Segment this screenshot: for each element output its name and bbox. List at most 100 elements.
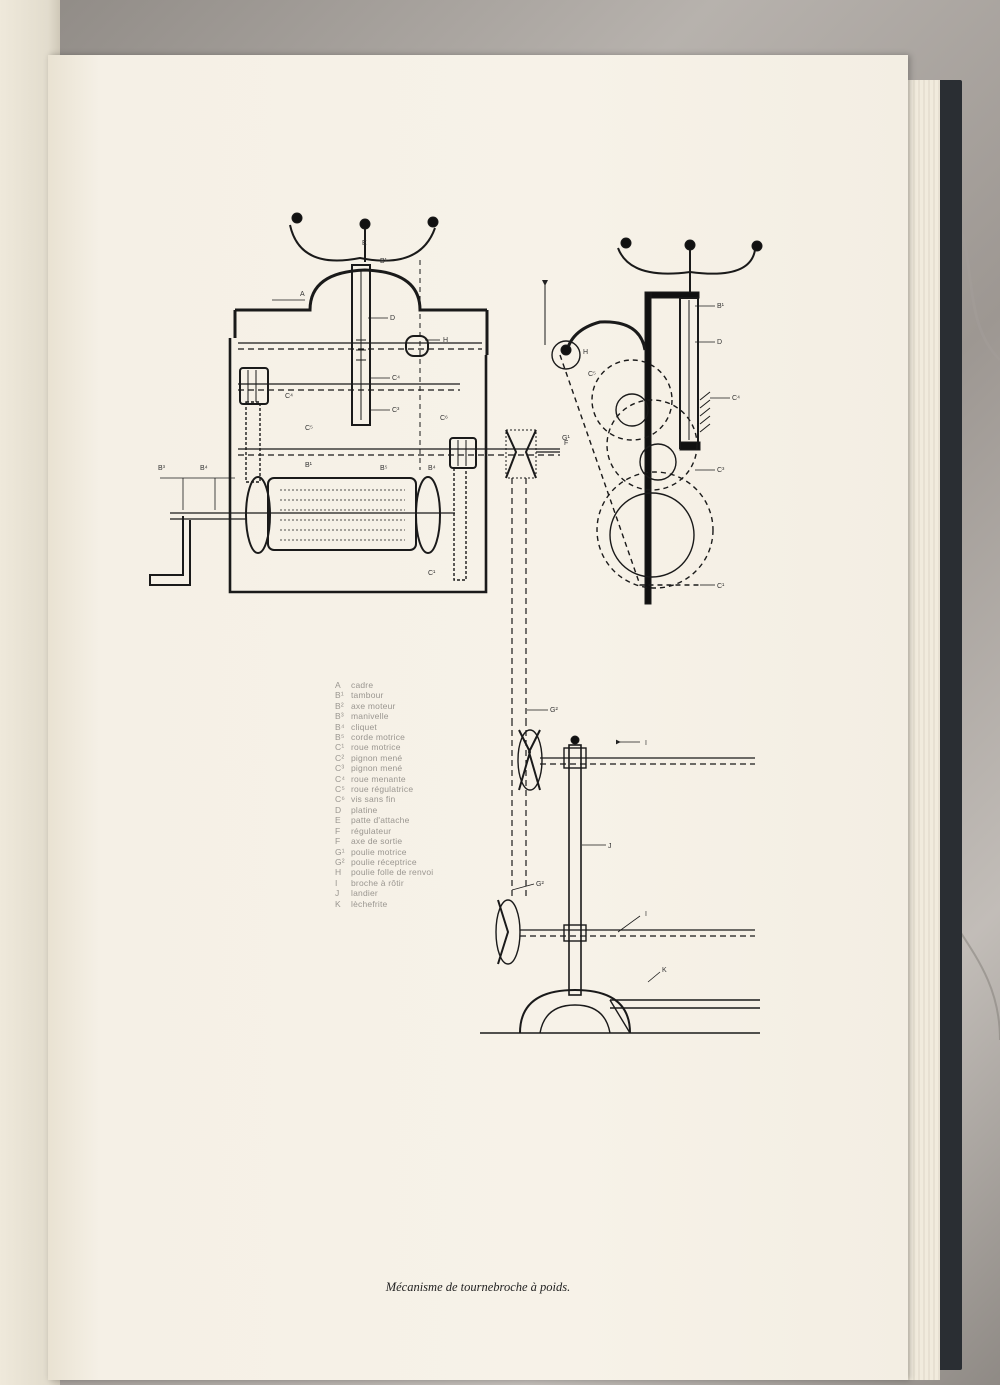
label-E: E: [362, 240, 367, 247]
legend-item: B¹ tambour: [335, 690, 505, 700]
legend-key: C⁵: [335, 784, 346, 795]
legend-item: C⁶ vis sans fin: [335, 794, 505, 804]
label-A: A: [300, 291, 305, 298]
legend-text: corde motrice: [351, 732, 406, 743]
legend-text: tambour: [351, 690, 384, 701]
legend-item: B² axe moteur: [335, 701, 505, 711]
label-C4-side: C⁴: [732, 395, 740, 402]
legend-key: F: [335, 825, 341, 836]
label-F: F: [564, 440, 568, 447]
legend-key: K: [335, 898, 341, 909]
legend-item: C⁵ roue régulatrice: [335, 784, 505, 794]
legend-key: F: [335, 836, 341, 847]
label-C4b: C⁴: [285, 393, 293, 400]
legend-key: I: [335, 877, 338, 888]
label-G2b: G²: [536, 881, 544, 888]
label-C5: C⁵: [305, 425, 313, 432]
legend-key: B²: [335, 700, 344, 711]
legend-key: G²: [335, 856, 345, 867]
legend-key: B¹: [335, 690, 344, 701]
legend-text: poulie réceptrice: [351, 856, 417, 867]
legend-text: patte d'attache: [351, 815, 410, 826]
legend-key: C⁶: [335, 794, 346, 805]
book-page: E B¹ A D H C⁴ C⁴ C³ C⁶ C⁵ B³ B⁴ B¹ B⁵ B⁴…: [48, 55, 908, 1380]
legend-key: J: [335, 888, 340, 899]
legend-key: D: [335, 804, 342, 815]
mechanism-diagram: E B¹ A D H C⁴ C⁴ C³ C⁶ C⁵ B³ B⁴ B¹ B⁵ B⁴…: [149, 212, 763, 1034]
legend-text: axe moteur: [351, 700, 396, 711]
label-C1: C¹: [428, 570, 436, 577]
legend-text: poulie folle de renvoi: [351, 867, 434, 878]
legend-key: A: [335, 680, 341, 690]
figure-caption: Mécanisme de tournebroche à poids.: [385, 1280, 571, 1294]
legend-text: roue régulatrice: [351, 784, 414, 795]
legend-text: roue motrice: [351, 742, 401, 753]
legend-key: C²: [335, 752, 345, 763]
legend-key: B⁴: [335, 721, 345, 732]
legend-text: broche à rôtir: [351, 877, 404, 888]
legend-key: C¹: [335, 742, 345, 753]
legend-item: G² poulie réceptrice: [335, 857, 505, 867]
legend-key: B⁵: [335, 732, 345, 743]
legend-item: B⁵ corde motrice: [335, 732, 505, 742]
legend-text: cliquet: [351, 721, 377, 732]
legend-item: C⁴ roue menante: [335, 774, 505, 784]
label-C4a: C⁴: [392, 375, 400, 382]
legend-key: C⁴: [335, 773, 346, 784]
label-B3: B³: [158, 465, 166, 472]
legend-text: régulateur: [351, 825, 392, 836]
legend-text: manivelle: [351, 711, 389, 722]
label-C3: C³: [392, 407, 400, 414]
label-D: D: [390, 315, 395, 322]
legend-text: cadre: [351, 680, 374, 690]
legend-item: C¹ roue motrice: [335, 742, 505, 752]
label-G1: G¹: [562, 435, 570, 442]
side-view: [542, 237, 763, 605]
legend-text: vis sans fin: [351, 794, 396, 805]
legend-text: roue menante: [351, 773, 406, 784]
label-B1b: B¹: [305, 462, 313, 469]
legend-item: G¹ poulie motrice: [335, 847, 505, 857]
label-J: J: [608, 843, 612, 850]
legend-key: G¹: [335, 846, 345, 857]
label-B1: B¹: [380, 258, 388, 265]
legend-text: pignon mené: [351, 752, 403, 763]
roasting-stand: [480, 709, 760, 1034]
label-I-top: I: [645, 740, 647, 747]
label-H-side: H: [583, 349, 588, 356]
legend-text: platine: [351, 804, 378, 815]
legend-text: landier: [351, 888, 378, 899]
label-C1-side: C¹: [717, 583, 725, 590]
legend-key: H: [335, 867, 342, 878]
label-B4b: B⁴: [428, 465, 436, 472]
label-D-side: D: [717, 339, 722, 346]
label-C5-side: C⁵: [588, 371, 596, 378]
legend-text: poulie motrice: [351, 846, 407, 857]
label-B5: B⁵: [380, 465, 388, 472]
diagram-labels: E B¹ A D H C⁴ C⁴ C³ C⁶ C⁵ B³ B⁴ B¹ B⁵ B⁴…: [158, 240, 740, 974]
legend-item: B⁴ cliquet: [335, 722, 505, 732]
label-C6: C⁶: [440, 415, 448, 422]
label-G2: G²: [550, 707, 558, 714]
legend-item: B³ manivelle: [335, 711, 505, 721]
label-B4: B⁴: [200, 465, 208, 472]
legend-text: lèchefrite: [351, 898, 388, 909]
legend-text: pignon mené: [351, 763, 403, 774]
legend-item: C² pignon mené: [335, 753, 505, 763]
label-K: K: [662, 967, 667, 974]
label-H: H: [443, 337, 448, 344]
front-view: [149, 212, 560, 720]
label-I-bottom: I: [645, 911, 647, 918]
legend-key: C³: [335, 763, 345, 774]
legend-key: B³: [335, 711, 344, 722]
